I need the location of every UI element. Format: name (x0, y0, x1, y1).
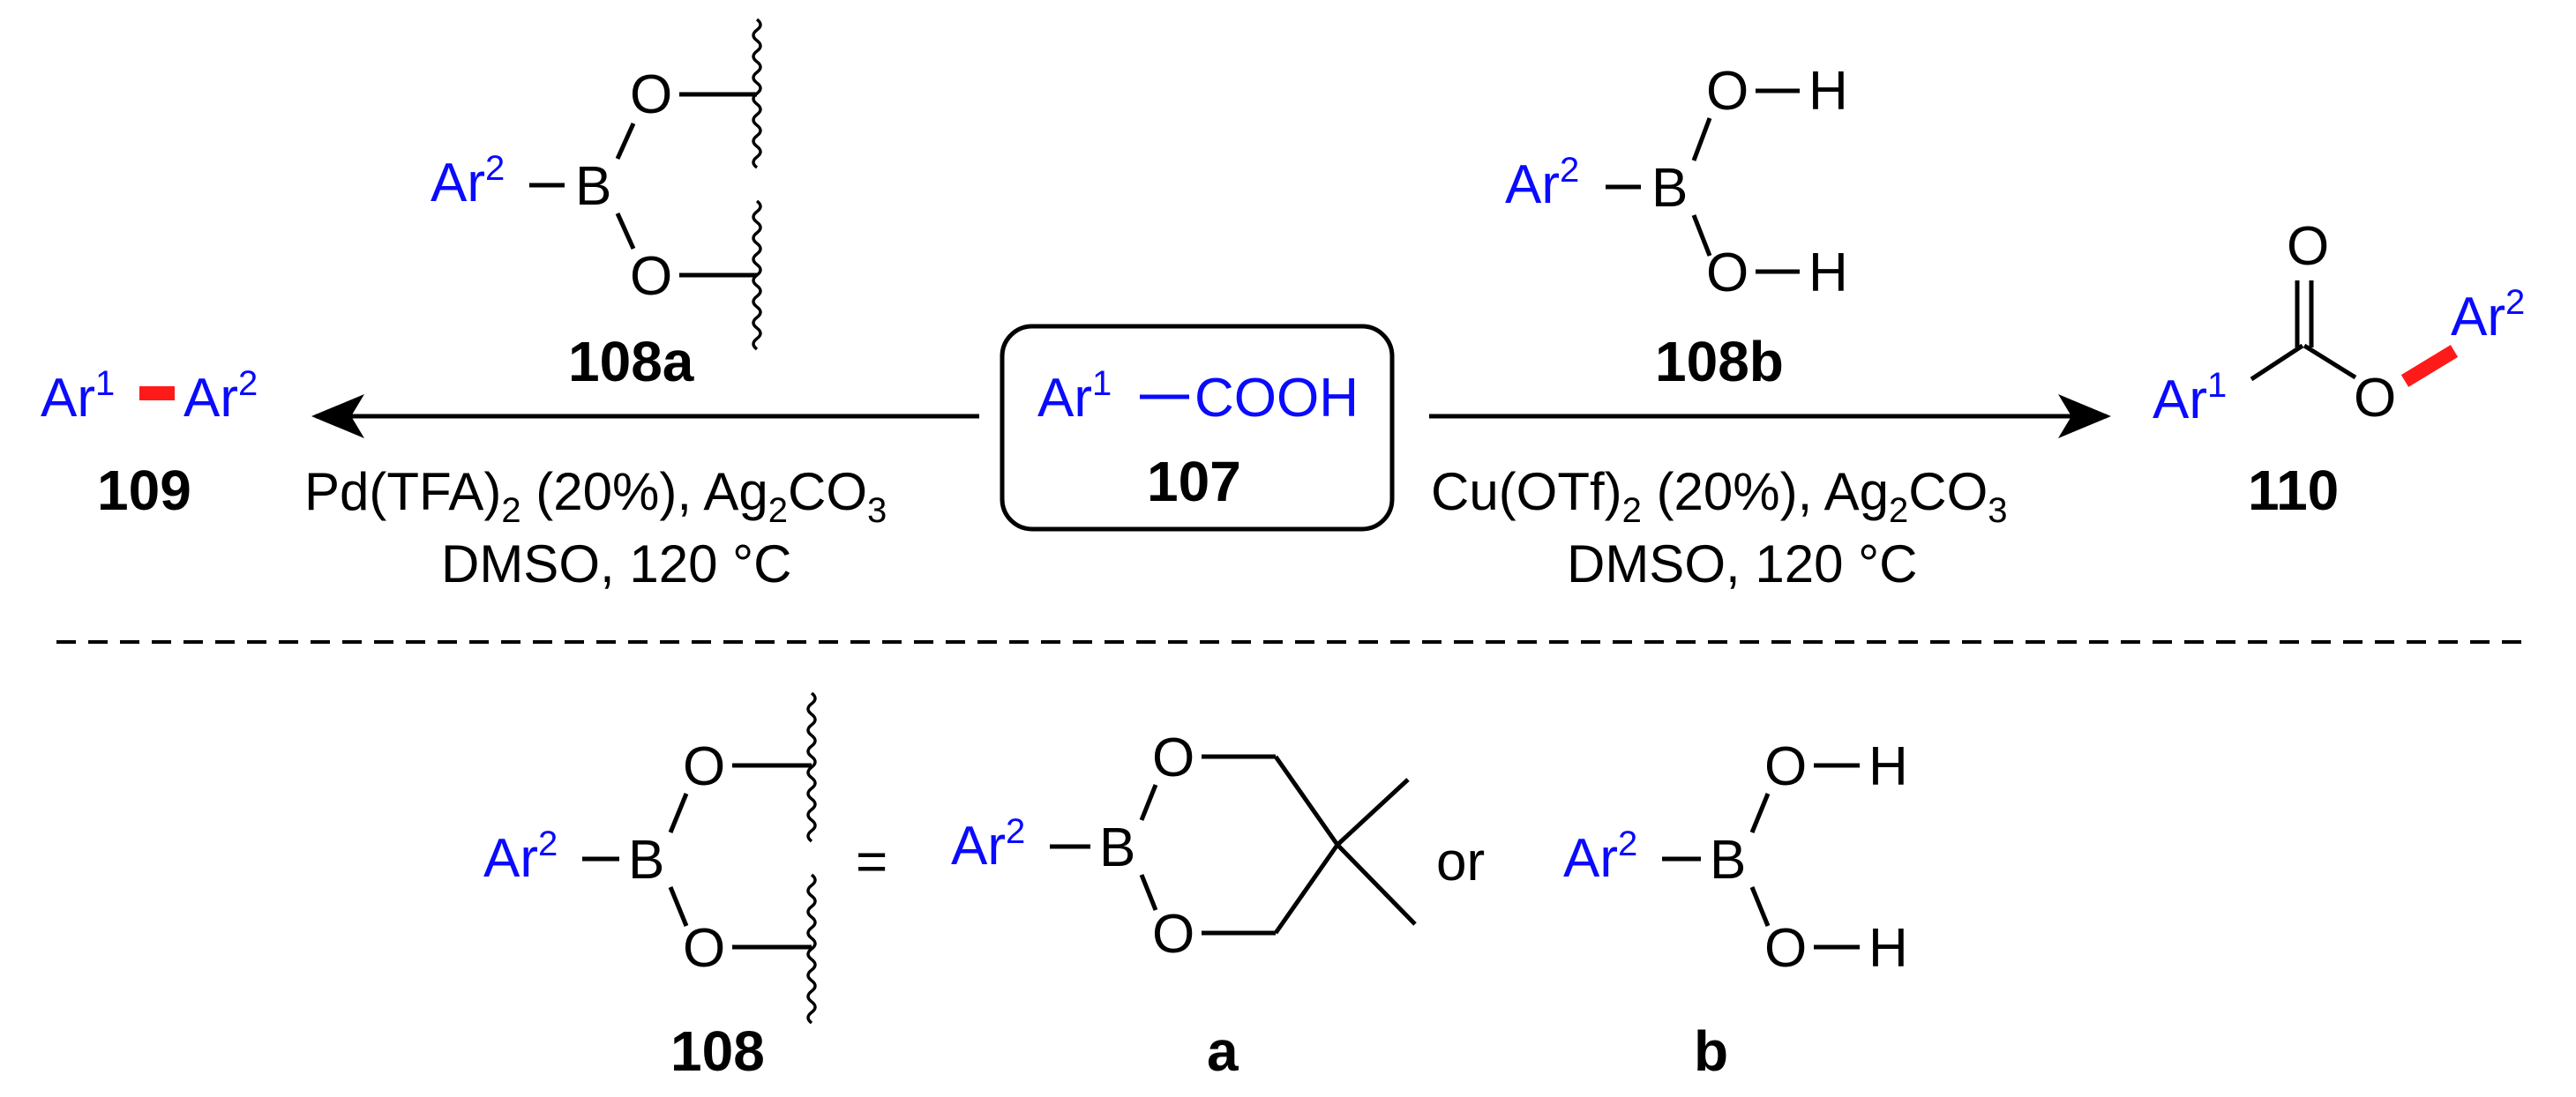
starting-material-box (1000, 324, 1395, 532)
new-bond-o-ar (2400, 345, 2459, 387)
aryl-ar2-109: Ar2 (183, 364, 258, 429)
ester-product-110: Ar1 O O Ar2 110 (2153, 216, 2525, 522)
oxygen-atom-bottom-a: O (1152, 904, 1194, 965)
left-conditions-line1: Pd(TFA)2 (20%), Ag2CO3 (304, 462, 887, 530)
label-108b: 108b (1655, 330, 1784, 393)
oxygen-atom-bottom-b: O (1764, 918, 1807, 979)
wavy-attachment-top-108a (752, 18, 762, 169)
oxygen-carbonyl-110: O (2287, 216, 2329, 277)
oxygen-ester-110: O (2354, 368, 2396, 429)
equals-sign: = (856, 832, 887, 892)
aryl-ar2-108: Ar2 (483, 825, 558, 889)
oxygen-atom-top-a: O (1152, 728, 1194, 788)
neopentyl-boronate-a: Ar2 B O O a (951, 728, 1417, 1083)
right-conditions-line2: DMSO, 120 °C (1567, 534, 1917, 593)
aryl-ar1-110: Ar1 (2153, 366, 2227, 430)
wavy-attachment-bottom-108 (806, 873, 817, 1025)
boron-atom-108a: B (575, 156, 611, 217)
boronic-acid-b: Ar2 B O O H H b (1563, 736, 1908, 1083)
bond-b-o-bottom-108b (1691, 214, 1712, 257)
oxygen-atom-top-108: O (683, 736, 725, 797)
bond-c-o-ester (2303, 343, 2357, 380)
hydrogen-atom-bottom-b: H (1868, 918, 1908, 979)
or-word: or (1436, 832, 1485, 892)
carboxyl-group: COOH (1194, 368, 1359, 429)
boron-atom-108: B (628, 830, 664, 891)
starting-acid-107: Ar1 COOH 107 (1000, 324, 1395, 532)
left-conditions-line2: DMSO, 120 °C (441, 534, 791, 593)
bond-b-o-bottom-108 (668, 886, 689, 927)
label-109: 109 (97, 459, 191, 522)
left-conditions: Pd(TFA)2 (20%), Ag2CO3 DMSO, 120 °C (304, 462, 887, 593)
oxygen-atom-top-108a: O (630, 64, 672, 125)
bond-b-o-top (615, 122, 636, 160)
right-conditions-line1: Cu(OTf)2 (20%), Ag2CO3 (1431, 462, 2008, 530)
oxygen-atom-bottom-108: O (683, 918, 725, 979)
label-b: b (1694, 1019, 1728, 1083)
label-110: 110 (2248, 459, 2339, 522)
right-conditions: Cu(OTf)2 (20%), Ag2CO3 DMSO, 120 °C (1431, 462, 2008, 593)
aryl-ar1-109: Ar1 (41, 364, 115, 429)
aryl-ar1-107: Ar1 (1037, 364, 1112, 429)
label-108a: 108a (568, 330, 694, 393)
bond-b-o-bottom (615, 212, 636, 250)
boron-atom-108b: B (1651, 158, 1688, 219)
generic-boron-108: Ar2 B O O 108 (483, 691, 817, 1083)
wavy-attachment-bottom-108a (752, 199, 762, 351)
bond-b-o-top-b (1749, 793, 1771, 833)
hydrogen-atom-top-108b: H (1808, 61, 1848, 122)
bond-ch2-cq-bottom-a (1273, 843, 1340, 935)
bond-methyl-top-a (1336, 778, 1410, 847)
boron-atom-b: B (1710, 830, 1746, 891)
aryl-ar2-110: Ar2 (2451, 283, 2525, 347)
hydrogen-atom-top-b: H (1868, 736, 1908, 797)
oxygen-atom-top-108b: O (1706, 61, 1749, 122)
oxygen-atom-bottom-108b: O (1706, 243, 1749, 303)
aryl-ar2-b: Ar2 (1563, 825, 1637, 889)
boronate-ester-108a: Ar2 B O O 108a (431, 18, 762, 393)
aryl-ar2-108a: Ar2 (431, 149, 505, 213)
boron-atom-a: B (1099, 817, 1135, 878)
label-a: a (1207, 1019, 1239, 1083)
wavy-attachment-top-108 (806, 691, 817, 843)
bond-b-o-top-108 (668, 793, 689, 833)
aryl-ar2-108b: Ar2 (1505, 151, 1579, 215)
boronic-acid-108b: Ar2 B O O H H 108b (1505, 61, 1848, 393)
bond-b-o-bottom-b (1749, 886, 1771, 927)
oxygen-atom-top-b: O (1764, 736, 1807, 797)
bond-ar-carbonyl (2250, 343, 2304, 382)
bond-b-o-top-108b (1691, 117, 1712, 161)
hydrogen-atom-bottom-108b: H (1808, 243, 1848, 303)
label-108: 108 (670, 1019, 765, 1083)
bond-b-o-bottom-a (1139, 874, 1158, 911)
oxygen-atom-bottom-108a: O (630, 246, 672, 307)
label-107: 107 (1147, 450, 1241, 513)
bond-b-o-top-a (1139, 784, 1158, 821)
biaryl-product-109: Ar1 Ar2 109 (41, 364, 258, 522)
aryl-ar2-a: Ar2 (951, 812, 1025, 877)
bond-methyl-bottom-a (1336, 843, 1417, 926)
bond-ch2-cq-top-a (1273, 755, 1340, 847)
